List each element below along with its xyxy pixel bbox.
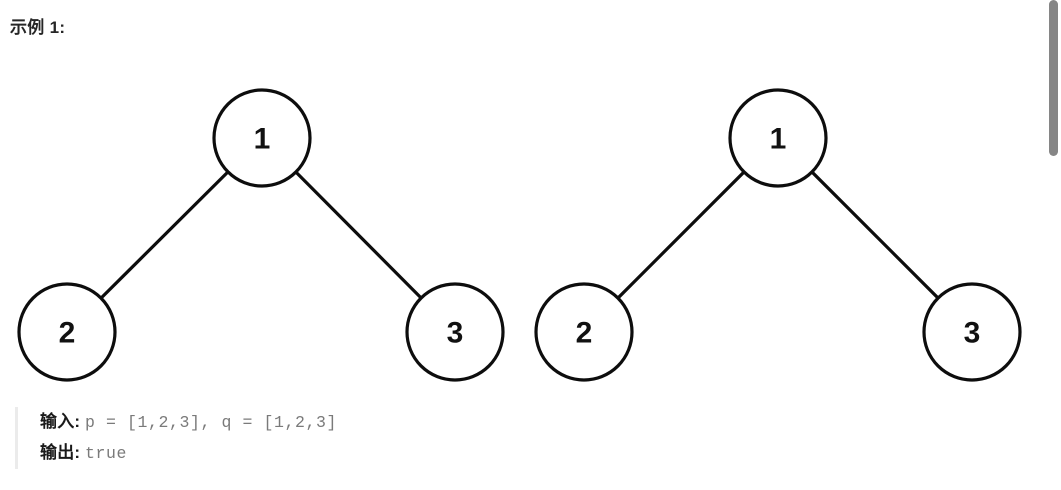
tree-node-2: 2: [17, 282, 117, 382]
output-value: true: [85, 444, 128, 463]
node-circle: [212, 88, 312, 188]
node-label: 3: [964, 317, 981, 350]
node-label: 2: [59, 317, 76, 350]
tree-edge: [810, 170, 940, 300]
tree-node-1: 1: [728, 88, 828, 188]
tree-edge: [294, 170, 423, 300]
tree-node-1: 1: [212, 88, 312, 188]
node-label: 3: [447, 317, 464, 350]
input-value: p = [1,2,3], q = [1,2,3]: [85, 413, 338, 432]
tree-node-2: 2: [534, 282, 634, 382]
binary-tree-figure: 1 2 3 1 2 3: [0, 55, 1045, 395]
tree-node-3: 3: [922, 282, 1022, 382]
node-circle: [728, 88, 828, 188]
tree-diagram-svg: 1 2 3 1 2 3: [17, 88, 1022, 382]
node-circle: [405, 282, 505, 382]
node-label: 2: [576, 317, 593, 350]
node-circle: [534, 282, 634, 382]
tree-node-3: 3: [405, 282, 505, 382]
scrollbar-thumb[interactable]: [1049, 0, 1058, 156]
node-circle: [17, 282, 117, 382]
node-circle: [922, 282, 1022, 382]
page-title: 示例 1:: [10, 18, 66, 37]
node-label: 1: [254, 123, 271, 156]
example-output-line: 输出: true: [40, 438, 337, 469]
input-label: 输入:: [40, 412, 81, 431]
example-input-line: 输入: p = [1,2,3], q = [1,2,3]: [40, 407, 337, 438]
node-label: 1: [770, 123, 787, 156]
tree-edge: [99, 170, 230, 300]
tree-edge: [616, 170, 746, 300]
output-label: 输出:: [40, 443, 81, 462]
vertical-scrollbar[interactable]: [1048, 0, 1061, 490]
example-io-block: 输入: p = [1,2,3], q = [1,2,3] 输出: true: [15, 407, 337, 469]
